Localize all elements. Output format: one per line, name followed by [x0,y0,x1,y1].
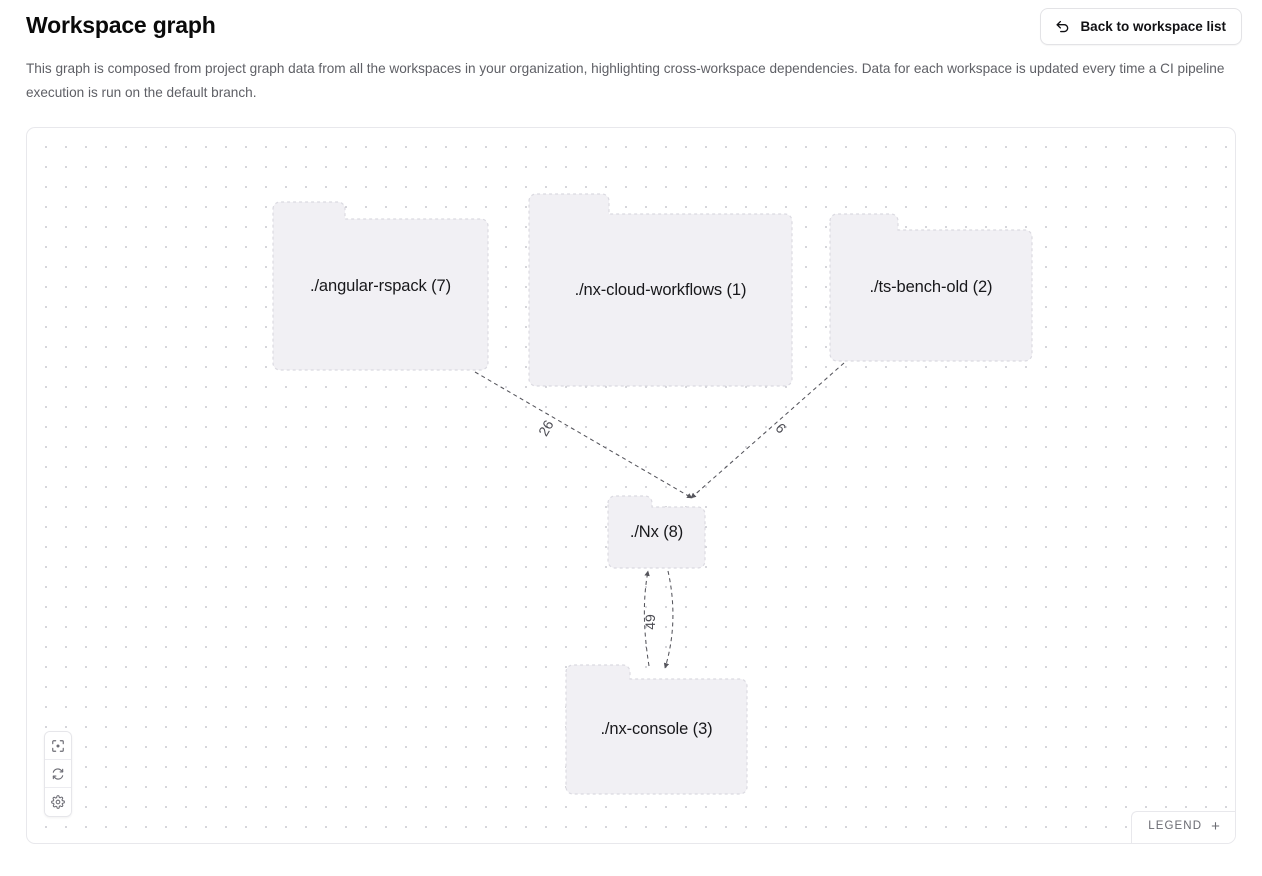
back-to-workspace-list-button[interactable]: Back to workspace list [1040,8,1242,45]
graph-edges-layer [474,362,845,669]
graph-node-ts-bench-old[interactable]: ./ts-bench-old (2) [827,211,1035,364]
page-title: Workspace graph [26,12,216,38]
edge-label-angular-rspack-nx: 26 [534,417,557,439]
graph-settings-button[interactable] [45,788,71,816]
edge-nx-to-nx-console [663,570,674,669]
folder-shape-icon [829,213,1033,362]
edge-nx-console-to-nx [643,570,650,667]
folder-shape-icon [528,193,793,387]
legend-label: LEGEND [1148,820,1203,833]
back-button-label: Back to workspace list [1080,18,1226,34]
graph-controls [44,731,72,817]
legend-expand-icon: + [1211,818,1221,835]
refresh-icon [51,767,65,781]
folder-shape-icon [565,664,748,795]
reset-graph-button[interactable] [45,760,71,788]
gear-icon [51,795,65,809]
focus-target-icon [51,739,65,753]
folder-shape-icon [272,201,489,371]
graph-node-nx-cloud-workflows[interactable]: ./nx-cloud-workflows (1) [526,191,795,389]
edge-label-ts-bench-old-nx: 6 [772,419,790,437]
page-root: Workspace graph Back to workspace list T… [20,0,1242,844]
back-arrow-icon [1054,18,1071,35]
edge-label-nx-console-nx: 49 [641,614,658,630]
focus-graph-button[interactable] [45,732,71,760]
page-description: This graph is composed from project grap… [26,61,1225,100]
edge-angular-rspack-to-nx [474,371,693,499]
page-header: Workspace graph Back to workspace list [20,0,1242,45]
graph-node-angular-rspack[interactable]: ./angular-rspack (7) [270,199,491,373]
workspace-graph-canvas[interactable]: ./angular-rspack (7) ./nx-cloud-workflow… [26,127,1236,844]
legend-toggle-button[interactable]: LEGEND + [1131,811,1235,843]
graph-node-nx[interactable]: ./Nx (8) [605,493,708,571]
graph-nodes-layer: ./angular-rspack (7) ./nx-cloud-workflow… [27,128,1235,843]
graph-node-nx-console[interactable]: ./nx-console (3) [563,662,750,797]
folder-shape-icon [607,495,706,569]
